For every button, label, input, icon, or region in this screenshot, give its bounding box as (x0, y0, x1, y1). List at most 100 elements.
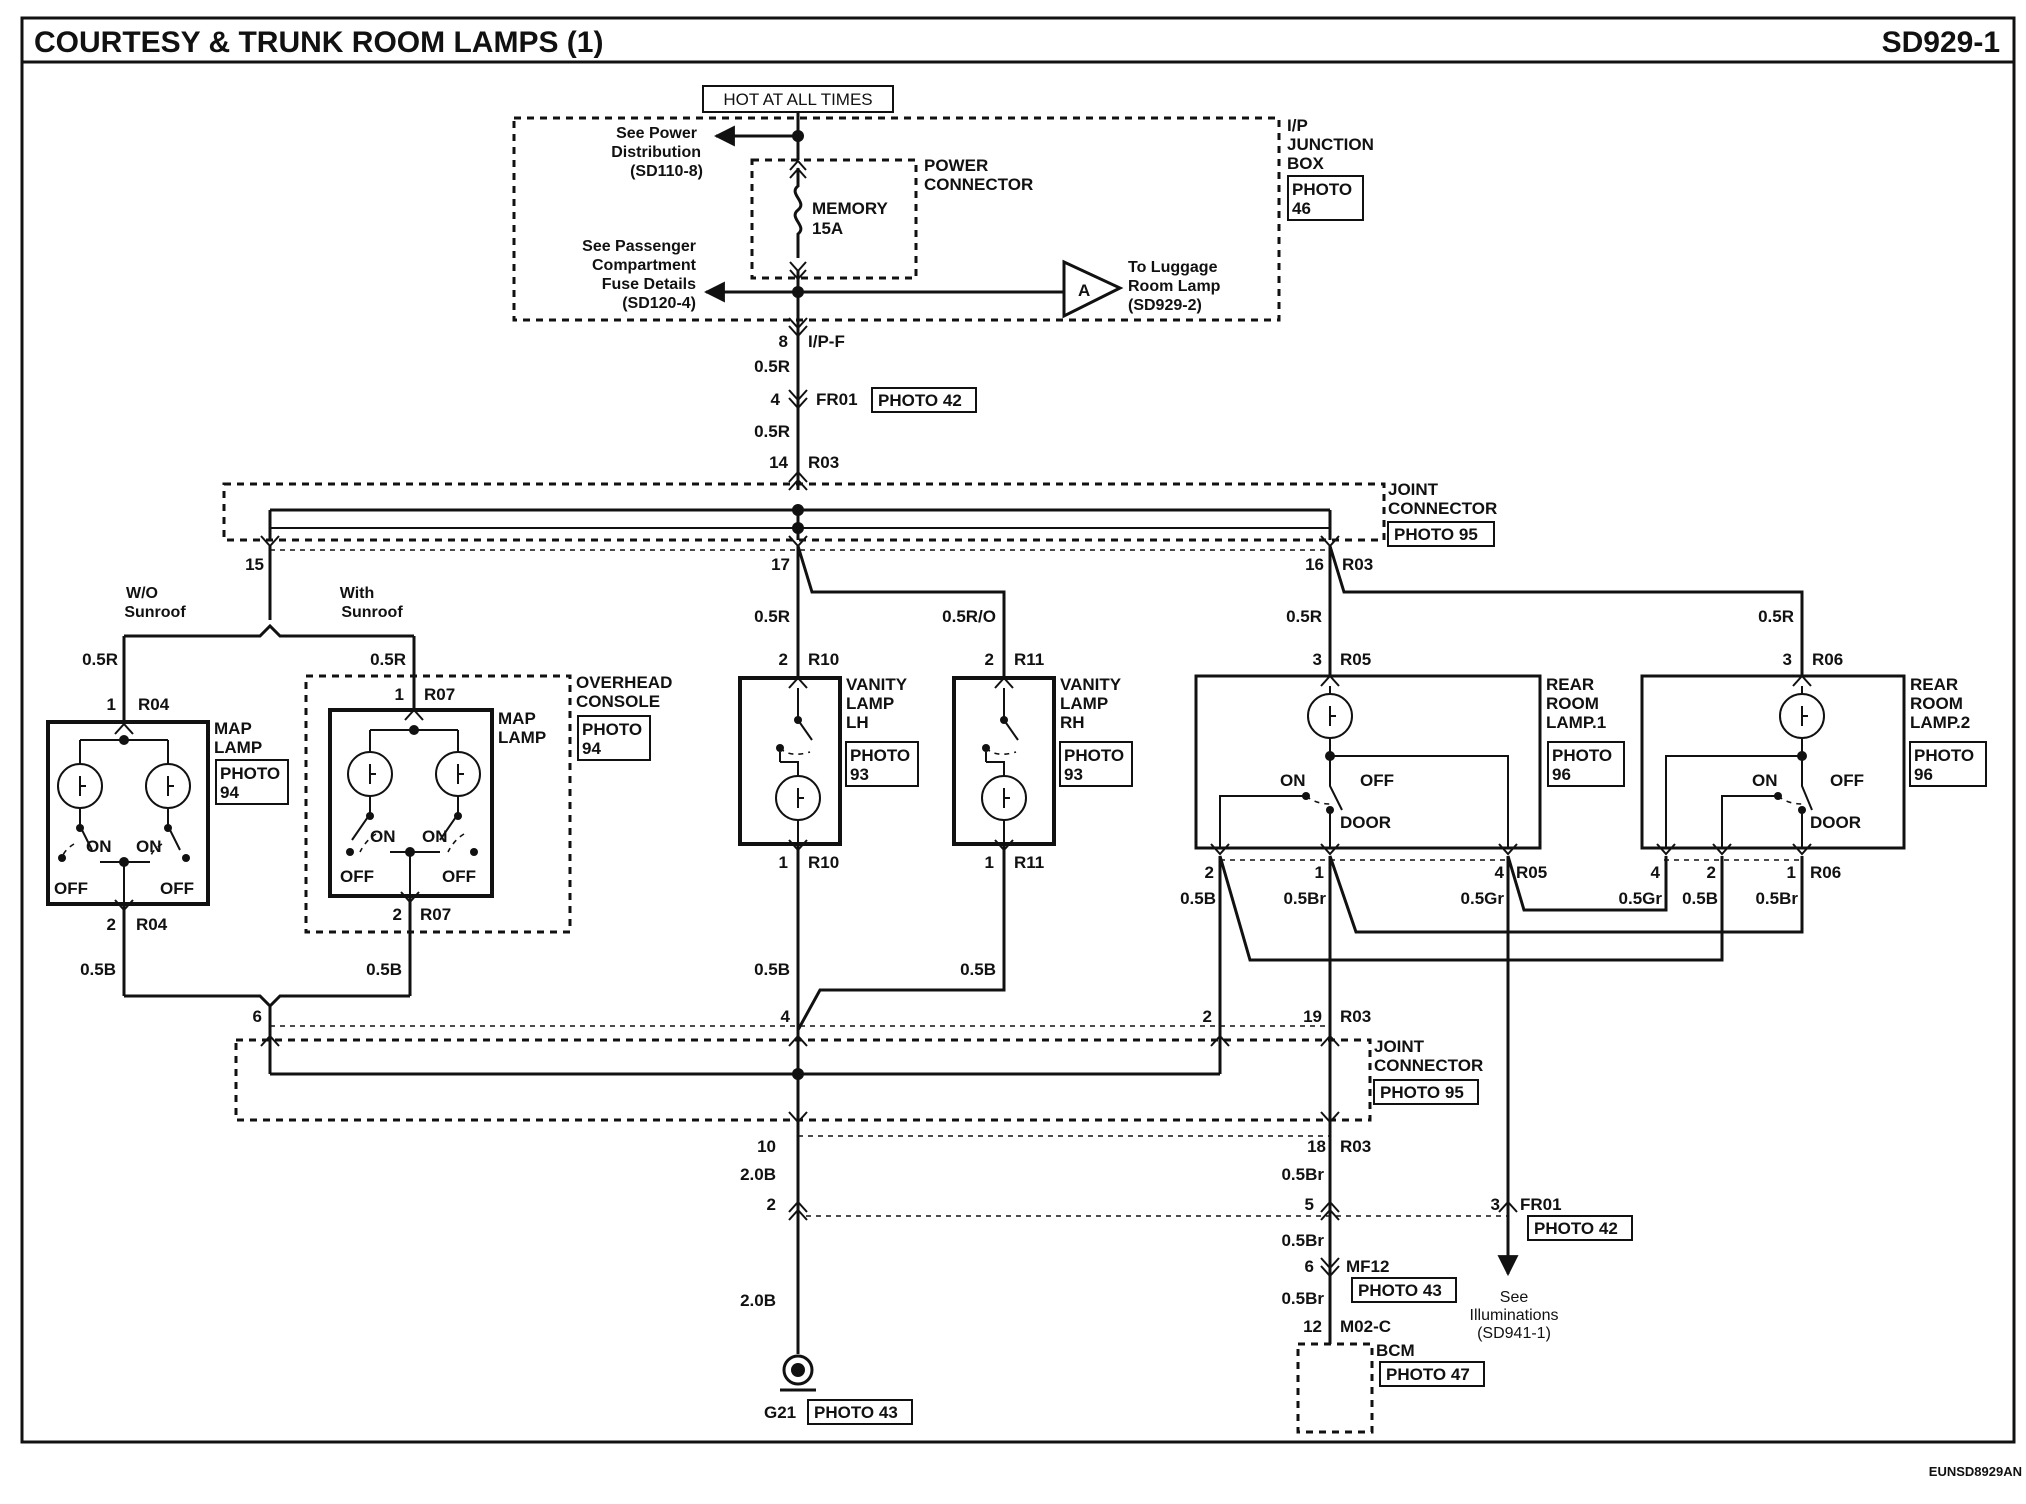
joint-bottom-photo-box (1373, 1079, 1479, 1105)
svg-text:MEMORY: MEMORY (812, 199, 889, 218)
map-left-pin-out: 2 (107, 915, 116, 934)
bcm-pin-12: 12 (1303, 1317, 1322, 1336)
rear1-on-arc (1305, 795, 1331, 805)
ground-wire-label-2: 2.0B (740, 1291, 776, 1310)
rear2-off: OFF (1830, 771, 1864, 790)
rear2-pin-4: 4 (1651, 863, 1661, 882)
vanity-lh-bulb-wire (780, 761, 799, 776)
wo-sunroof-label: W/O Sunroof (124, 585, 186, 621)
vanity-rh-filament (1003, 788, 1010, 808)
map-left-photo-box (215, 759, 289, 805)
vanity-lh-conn: R10 (808, 650, 839, 669)
vanity-rh-conn: R11 (1014, 650, 1044, 669)
svg-text:(SD110-8): (SD110-8) (630, 163, 703, 180)
svg-text:See Power: See Power (616, 125, 697, 142)
map-left-conn-out: R04 (136, 915, 168, 934)
map-left-filament-1 (79, 776, 86, 796)
map-right-sw2-pivot (454, 812, 462, 820)
bcm-box (1296, 1342, 1374, 1434)
memory-fuse (793, 168, 803, 258)
junction-photo-number: 46 (1292, 199, 1311, 218)
fr01-photo-box (871, 387, 977, 413)
map-feed-split (124, 623, 414, 638)
svg-text:W/O: W/O (126, 585, 158, 602)
rear1-pin2-connector (1210, 843, 1230, 856)
rear1-name: REAR ROOM LAMP.1 (1546, 675, 1606, 732)
power-connector-label: POWER CONNECTOR (924, 156, 1033, 194)
connector-fr01-label: FR01 (816, 390, 858, 409)
rear1-w-gr: 0.5Gr (1461, 889, 1505, 908)
svg-text:Room Lamp: Room Lamp (1128, 278, 1221, 295)
map-left-filament-2 (167, 776, 174, 796)
rear2-on-arc (1777, 795, 1803, 805)
vanity-lh-photo-box (845, 741, 919, 787)
power-connector-outline (750, 158, 918, 280)
hot-at-all-times-label: HOT AT ALL TIMES (723, 90, 872, 109)
rear2-off-line (1665, 755, 1802, 848)
svg-text:ROOM: ROOM (1546, 694, 1599, 713)
rear1-pin1-connector (1320, 843, 1340, 856)
rear1-pin-in: 3 (1313, 650, 1322, 669)
svg-text:(SD929-2): (SD929-2) (1128, 297, 1202, 314)
rear2-switch (1801, 756, 1813, 811)
mf12-photo-label: PHOTO 43 (1358, 1281, 1442, 1300)
svg-text:Sunroof: Sunroof (341, 604, 403, 621)
rear-feed (1328, 545, 1804, 660)
rear2-photo-number: 96 (1914, 765, 1933, 784)
svg-text:LAMP: LAMP (846, 694, 894, 713)
rear2-photo-box (1909, 741, 1987, 787)
joint-bottom-pin19 (1320, 1034, 1340, 1047)
pin-4-fr01: 4 (771, 390, 781, 409)
map-right-filament-1 (369, 764, 376, 784)
rear1-wire-in-label: 0.5R (1286, 607, 1322, 626)
svg-text:Fuse Details: Fuse Details (602, 276, 696, 293)
overhead-console-label: OVERHEAD CONSOLE (576, 673, 672, 711)
diagram-border (20, 16, 2016, 1444)
vanity-lh-in-connector (788, 676, 808, 689)
wire-0-5r-1: 0.5R (754, 357, 790, 376)
svg-text:LAMP.2: LAMP.2 (1910, 713, 1970, 732)
map-right-off-1: OFF (340, 867, 374, 886)
ground-pin2-connector (788, 1200, 808, 1221)
rear1-pin-1: 1 (1315, 863, 1324, 882)
bcm-pin5-connector (1320, 1200, 1340, 1221)
rear1-pin-2: 2 (1205, 863, 1214, 882)
svg-text:CONSOLE: CONSOLE (576, 692, 660, 711)
vanity-rh-sw-pivot (1000, 716, 1008, 724)
map-left-in-connector (114, 722, 134, 735)
rear2-in-connector (1792, 674, 1812, 687)
svg-text:With: With (340, 585, 375, 602)
map-right-pin-out: 2 (393, 905, 402, 924)
vanity-rh-photo-label: PHOTO (1064, 746, 1124, 765)
bcm-conn-m02c: M02-C (1340, 1317, 1391, 1336)
rear2-photo-label: PHOTO (1914, 746, 1974, 765)
map-left-pin-in: 1 (107, 695, 116, 714)
rear1-photo-box (1547, 741, 1625, 787)
map-left-sw1-pivot (76, 824, 84, 832)
rear2-pin1-connector (1792, 843, 1812, 856)
illum-conn-fr01: FR01 (1520, 1195, 1562, 1214)
with-sunroof-label: With Sunroof (340, 585, 404, 621)
svg-text:Distribution: Distribution (611, 144, 701, 161)
fuse-connector-top (789, 159, 807, 179)
rear1-in-connector (1320, 674, 1340, 687)
joint-top-pin-16: 16 (1305, 555, 1324, 574)
map-right-on-arc-1 (359, 833, 377, 853)
rear1-photo-label: PHOTO (1552, 746, 1612, 765)
svg-text:I/P: I/P (1287, 116, 1308, 135)
joint-bottom-pin-18-label: 18 (1307, 1137, 1326, 1156)
pin-14: 14 (769, 453, 788, 472)
map-right-conn: R07 (424, 685, 455, 704)
connector-a-triangle (1062, 259, 1124, 319)
vanity-feed (796, 545, 1006, 660)
map-right-pin-in: 1 (395, 685, 404, 704)
vanity-rh-conn-out: R11 (1014, 853, 1044, 872)
bcm-pin-6: 6 (1305, 1257, 1314, 1276)
map-right-bus (369, 729, 459, 752)
svg-text:JUNCTION: JUNCTION (1287, 135, 1374, 154)
joint-bottom-pin-10-label: 10 (757, 1137, 776, 1156)
rear1-off-line (1330, 755, 1509, 848)
map-ground-merge (124, 994, 410, 1009)
overhead-console-outline (304, 674, 572, 934)
vanity-lh-sw-arc (779, 747, 811, 756)
